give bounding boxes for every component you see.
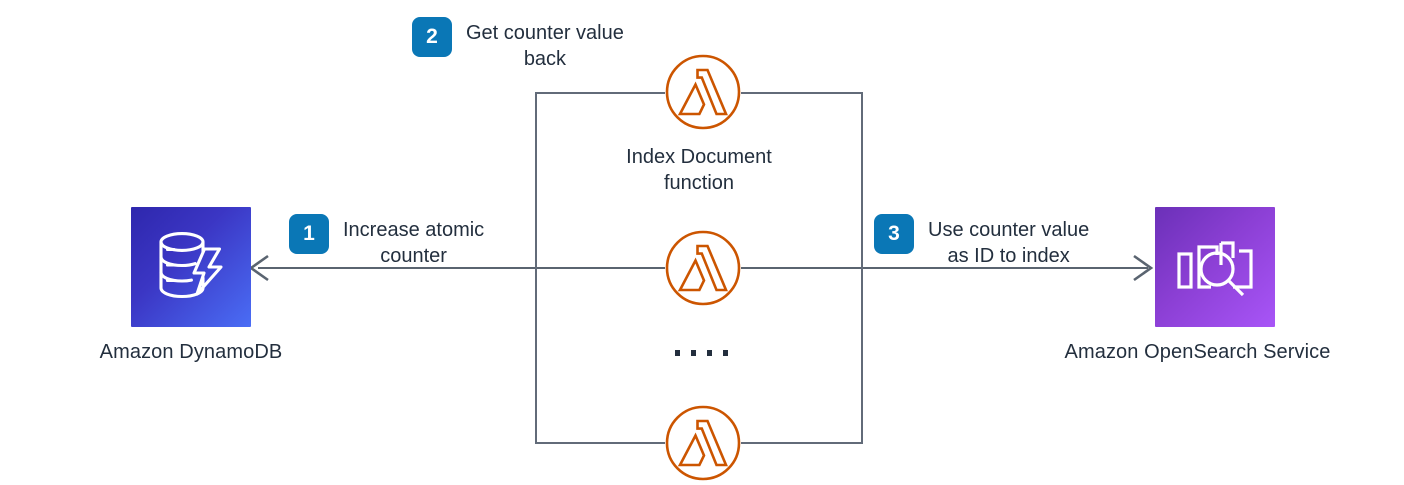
step-1: 1 Increase atomic counter [289, 214, 484, 269]
lambda-to-dynamodb-arrowhead [248, 254, 269, 282]
opensearch-icon [1155, 207, 1275, 327]
step-1-label: Increase atomic counter [343, 219, 485, 267]
step-3: 3 Use counter value as ID to index [874, 214, 1089, 269]
ellipsis-dot [691, 350, 696, 356]
step-2-badge: 2 [412, 17, 452, 57]
step-1-badge: 1 [289, 214, 329, 254]
lambda-to-opensearch-arrowhead [1133, 254, 1154, 282]
opensearch-service-label: Amazon OpenSearch Service [1064, 341, 1331, 363]
step-2: 2 Get counter value back [412, 17, 624, 72]
dynamodb-service-label: Amazon DynamoDB [99, 341, 283, 363]
step-2-label: Get counter value back [466, 22, 624, 70]
aws-lambda-icon-top [664, 53, 742, 131]
lambda-to-opensearch-line [536, 267, 1148, 269]
step-3-label: Use counter value as ID to index [928, 219, 1090, 267]
ellipsis-dot [675, 350, 680, 356]
aws-lambda-icon-middle [664, 229, 742, 307]
step-3-badge: 3 [874, 214, 914, 254]
opensearch-glyph [1177, 241, 1253, 297]
index-document-function-label: Index Document function [626, 146, 772, 194]
aws-lambda-icon-bottom [664, 404, 742, 482]
dynamodb-icon [131, 207, 251, 327]
ellipsis-dot [707, 350, 712, 356]
function-instances-ellipsis [675, 350, 728, 356]
dynamodb-glyph [159, 232, 223, 299]
ellipsis-dot [723, 350, 728, 356]
